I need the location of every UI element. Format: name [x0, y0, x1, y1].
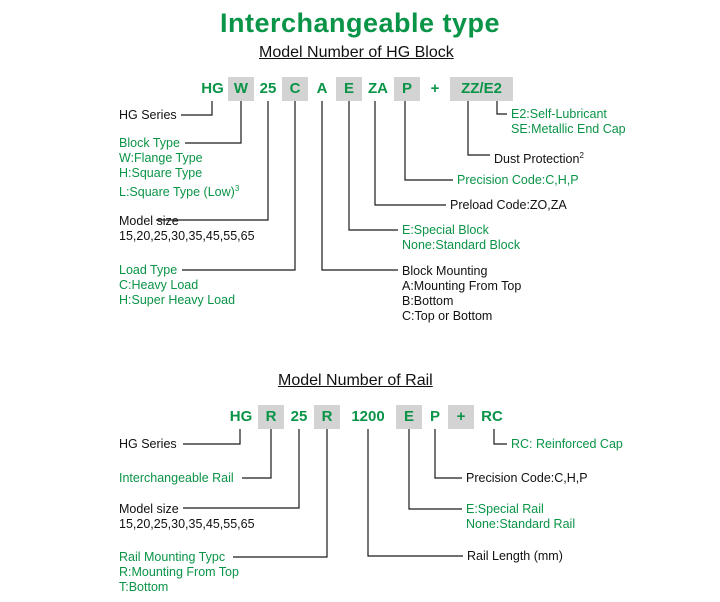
connector-rail-special — [408, 429, 462, 510]
rail-code-cap: RC — [481, 408, 503, 425]
block-section-title: Model Number of HG Block — [259, 44, 454, 61]
connector-block-series — [181, 101, 213, 116]
block-label-load-type: Load Type C:Heavy Load H:Super Heavy Loa… — [119, 263, 235, 308]
block-code-preload: ZA — [368, 80, 388, 97]
connector-block-end-cap — [496, 101, 507, 115]
block-mounting-option-a: A:Mounting From Top — [402, 279, 522, 293]
connector-rail-series — [183, 429, 241, 445]
connector-block-dust — [467, 101, 490, 156]
rail-code-plus: + — [448, 405, 474, 429]
block-code-series: HG — [201, 80, 224, 97]
block-type-footnote: 3 — [234, 184, 240, 193]
end-cap-option-se: SE:Metallic End Cap — [511, 122, 626, 136]
rail-code-series: HG — [229, 408, 253, 425]
connector-rail-length — [367, 429, 463, 557]
block-label-mounting: Block Mounting A:Mounting From Top B:Bot… — [402, 264, 521, 324]
block-dust-text: Dust Protection — [494, 152, 580, 167]
rail-label-special: E:Special Rail None:Standard Rail — [466, 502, 575, 532]
block-label-preload: Preload Code:ZO,ZA — [450, 198, 567, 212]
block-special-option-e: E:Special Block — [402, 223, 489, 237]
connector-block-preload — [374, 101, 446, 206]
connector-block-load — [182, 101, 296, 271]
block-label-dust: Dust Protection2 — [494, 148, 584, 167]
rail-label-mounting: Rail Mounting Typc R:Mounting From Top T… — [119, 550, 239, 595]
block-code-plus: + — [430, 80, 440, 97]
connector-rail-cap — [493, 429, 507, 445]
connector-block-mounting — [321, 101, 398, 271]
rail-model-size-values: 15,20,25,30,35,45,55,65 — [119, 517, 255, 531]
block-code-special: E — [336, 77, 362, 101]
block-mounting-option-c: C:Top or Bottom — [402, 309, 493, 323]
rail-special-option-none: None:Standard Rail — [466, 517, 576, 531]
connector-rail-interchangeable — [242, 429, 272, 479]
block-dust-footnote: 2 — [579, 151, 584, 160]
block-type-option-w: W:Flange Type — [119, 151, 203, 165]
block-label-block-type: Block Type W:Flange Type H:Square Type L… — [119, 136, 239, 200]
block-code-precision: P — [394, 77, 420, 101]
rail-mounting-heading: Rail Mounting Typc — [119, 550, 226, 564]
block-type-option-l-text: L:Square Type (Low) — [119, 185, 235, 200]
block-model-size-values: 15,20,25,30,35,45,55,65 — [119, 229, 255, 243]
block-special-option-none: None:Standard Block — [402, 238, 521, 252]
block-label-end-cap: E2:Self-Lubricant SE:Metallic End Cap — [511, 107, 626, 137]
rail-code-length: 1200 — [351, 408, 385, 425]
rail-model-size-heading: Model size — [119, 502, 179, 516]
rail-section-title: Model Number of Rail — [278, 372, 433, 389]
block-code-size: 25 — [259, 80, 277, 97]
block-code-end-seal: ZZ/E2 — [450, 77, 513, 101]
rail-label-cap: RC: Reinforced Cap — [511, 437, 623, 451]
block-type-option-h: H:Square Type — [119, 166, 203, 180]
block-mounting-heading: Block Mounting — [402, 264, 488, 278]
rail-label-interchangeable: Interchangeable Rail — [119, 471, 234, 485]
rail-label-precision: Precision Code:C,H,P — [466, 471, 588, 485]
load-type-option-c: C:Heavy Load — [119, 278, 199, 292]
connector-rail-precision — [434, 429, 462, 479]
block-type-option-l: L:Square Type (Low)3 — [119, 181, 239, 200]
rail-mounting-option-t: T:Bottom — [119, 580, 169, 594]
load-type-heading: Load Type — [119, 263, 178, 277]
rail-label-series: HG Series — [119, 437, 177, 451]
block-label-special: E:Special Block None:Standard Block — [402, 223, 520, 253]
connector-block-special — [348, 101, 398, 231]
page-title: Interchangeable type — [219, 8, 501, 38]
load-type-option-h: H:Super Heavy Load — [119, 293, 236, 307]
rail-code-interchangeable: R — [258, 405, 284, 429]
block-code-type: W — [228, 77, 254, 101]
rail-code-size: 25 — [290, 408, 308, 425]
rail-mounting-option-r: R:Mounting From Top — [119, 565, 239, 579]
block-type-heading: Block Type — [119, 136, 180, 150]
block-mounting-option-b: B:Bottom — [402, 294, 454, 308]
rail-label-model-size: Model size 15,20,25,30,35,45,55,65 — [119, 502, 255, 532]
rail-code-mounting: R — [314, 405, 340, 429]
block-label-model-size: Model size 15,20,25,30,35,45,55,65 — [119, 214, 255, 244]
connector-rail-size — [183, 429, 300, 509]
rail-special-option-e: E:Special Rail — [466, 502, 544, 516]
block-label-series: HG Series — [119, 108, 177, 122]
rail-code-precision: P — [429, 408, 440, 425]
connector-block-type — [185, 101, 242, 144]
connector-block-precision — [404, 101, 453, 181]
rail-code-special: E — [396, 405, 422, 429]
block-code-mounting: A — [316, 80, 328, 97]
block-model-size-heading: Model size — [119, 214, 179, 228]
block-code-load: C — [282, 77, 308, 101]
connector-rail-mounting — [233, 429, 328, 558]
rail-label-length: Rail Length (mm) — [467, 549, 563, 563]
connector-block-size — [156, 101, 269, 221]
end-cap-option-e2: E2:Self-Lubricant — [511, 107, 607, 121]
block-label-precision: Precision Code:C,H,P — [457, 173, 579, 187]
